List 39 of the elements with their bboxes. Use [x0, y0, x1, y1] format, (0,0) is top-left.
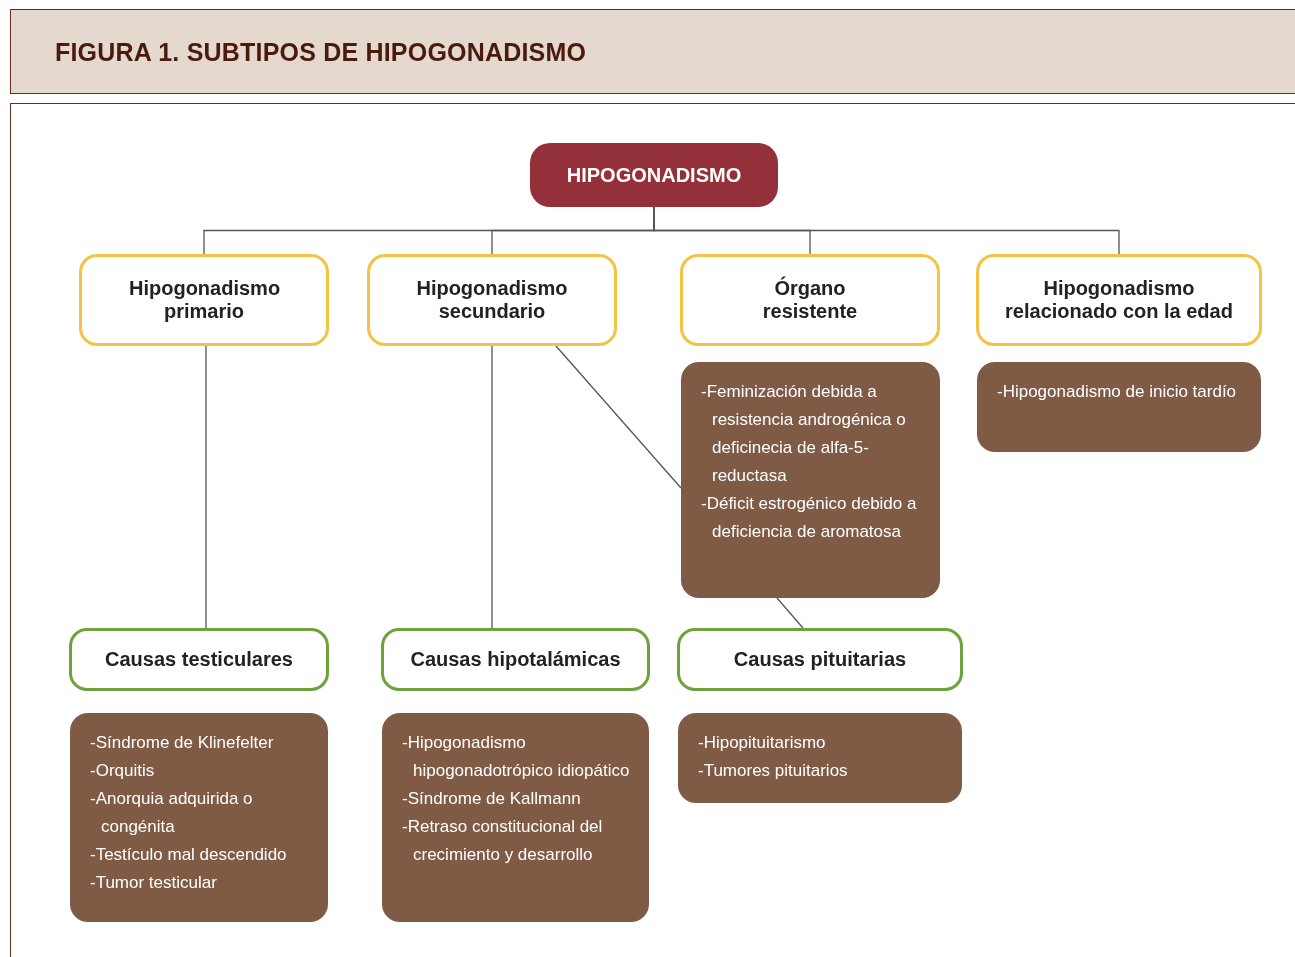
connector-line — [491, 345, 493, 629]
connector-line — [776, 597, 804, 629]
list-item: -Feminización debida a resistencia androgénica o deficinecia de alfa-5-reductasa — [701, 381, 907, 487]
list-item: -Hipopituitarismo — [698, 732, 827, 754]
list-item: -Retraso constitucional del crecimiento y desarrollo — [402, 816, 604, 866]
list-item: -Orquitis — [90, 760, 156, 782]
cause-box — [69, 628, 329, 691]
list-item: -Hipogonadismo hipogonadotrópico idiopático — [402, 732, 631, 782]
list-item: -Déficit estrogénico debido a deficiencia de aromatosa — [701, 493, 918, 543]
list-box — [977, 362, 1261, 452]
category-box — [79, 254, 329, 346]
list-item: -Síndrome de Kallmann — [402, 788, 582, 810]
category-title: Hipogonadismo secundario — [415, 277, 569, 323]
connector-line — [205, 345, 207, 629]
list-item: -Tumor testicular — [90, 872, 218, 894]
category-box — [976, 254, 1262, 346]
connector-line — [555, 345, 682, 489]
list-box — [382, 713, 649, 922]
category-title: Hipogonadismo primario — [129, 277, 279, 323]
list-box — [70, 713, 328, 922]
category-box — [680, 254, 940, 346]
cause-box — [677, 628, 963, 691]
list-item: -Anorquia adquirida o congénita — [90, 788, 254, 838]
cause-title: Causas testiculares — [105, 648, 293, 671]
category-title: Hipogonadismo relacionado con la edad — [1004, 277, 1234, 323]
list-item: -Tumores pituitarios — [698, 760, 849, 782]
list-item: -Hipogonadismo de inicio tardío — [997, 381, 1238, 403]
category-title: Órgano resistente — [761, 277, 859, 323]
root-box — [530, 143, 778, 207]
list-item: -Síndrome de Klinefelter — [90, 732, 275, 754]
list-box — [678, 713, 962, 803]
category-box — [367, 254, 617, 346]
figure-title: FIGURA 1. SUBTIPOS DE HIPOGONADISMO — [55, 38, 587, 67]
list-box — [681, 362, 940, 598]
cause-title: Causas pituitarias — [733, 648, 907, 671]
cause-box — [381, 628, 650, 691]
cause-title: Causas hipotalámicas — [410, 648, 621, 671]
root-title: HIPOGONADISMO — [566, 163, 742, 187]
list-item: -Testículo mal descendido — [90, 844, 288, 866]
